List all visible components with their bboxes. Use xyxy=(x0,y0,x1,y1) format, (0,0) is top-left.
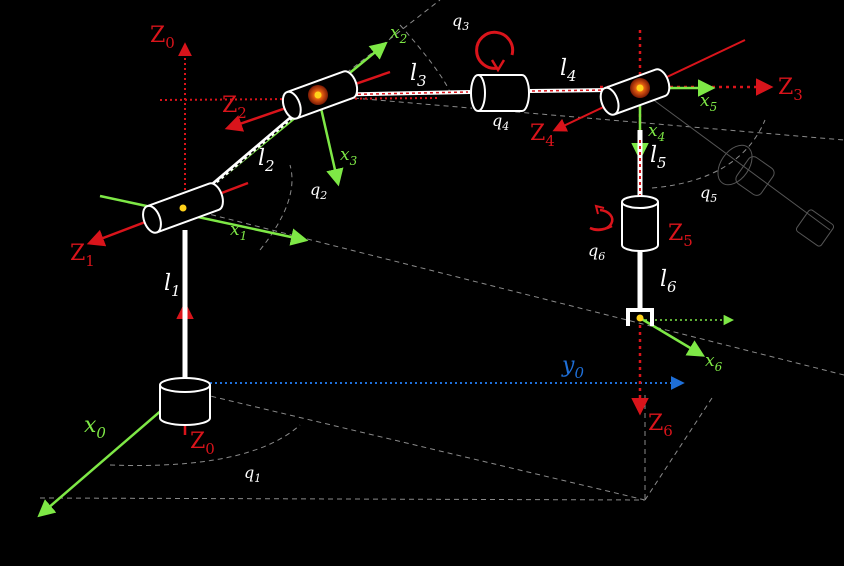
l4-label: l4 xyxy=(560,56,577,85)
x0-label: x0 xyxy=(84,413,106,442)
ghost-wrist xyxy=(639,89,835,247)
l3-label: l3 xyxy=(410,61,427,90)
l5-label: l5 xyxy=(650,143,667,172)
y0-label: y0 xyxy=(561,353,584,382)
q6-label: q6 xyxy=(588,241,605,263)
construction-lines xyxy=(39,0,844,501)
x5-label: x5 xyxy=(700,91,717,114)
z2-label: Z2 xyxy=(222,93,247,122)
z6-label: Z6 xyxy=(648,411,673,440)
x2-label: x2 xyxy=(390,23,407,46)
q4-label: q4 xyxy=(492,111,509,133)
link-l4-dash xyxy=(531,89,609,92)
z0-base-label: Z0 xyxy=(190,429,215,458)
x1-axis xyxy=(99,194,309,246)
z5-label: Z5 xyxy=(668,221,693,250)
x3-label: x3 xyxy=(340,145,358,168)
x1-label: x1 xyxy=(230,220,247,243)
q5-label: q5 xyxy=(700,183,717,205)
l6-label: l6 xyxy=(660,267,677,296)
base-joint xyxy=(159,377,211,426)
joint-5 xyxy=(621,195,659,252)
z0-top-label: Z0 xyxy=(150,23,175,52)
z1-label: Z1 xyxy=(70,241,95,270)
gripper-icon xyxy=(626,308,654,326)
l1-label: l1 xyxy=(164,271,181,300)
joints xyxy=(142,62,671,426)
x4-label: x4 xyxy=(648,121,665,144)
origin-markers xyxy=(179,78,650,322)
x6-label: x6 xyxy=(705,351,723,374)
curved-arrow-icon xyxy=(475,30,614,232)
l2-label: l2 xyxy=(258,146,275,175)
robot-links xyxy=(182,88,643,380)
x-axes xyxy=(37,41,735,518)
q2-label: q2 xyxy=(310,180,327,202)
q3-label: q3 xyxy=(452,11,469,33)
q1-label: q1 xyxy=(244,463,261,485)
z3-label: Z3 xyxy=(778,75,803,104)
joint-4 xyxy=(470,62,530,122)
z4-label: Z4 xyxy=(530,121,555,150)
